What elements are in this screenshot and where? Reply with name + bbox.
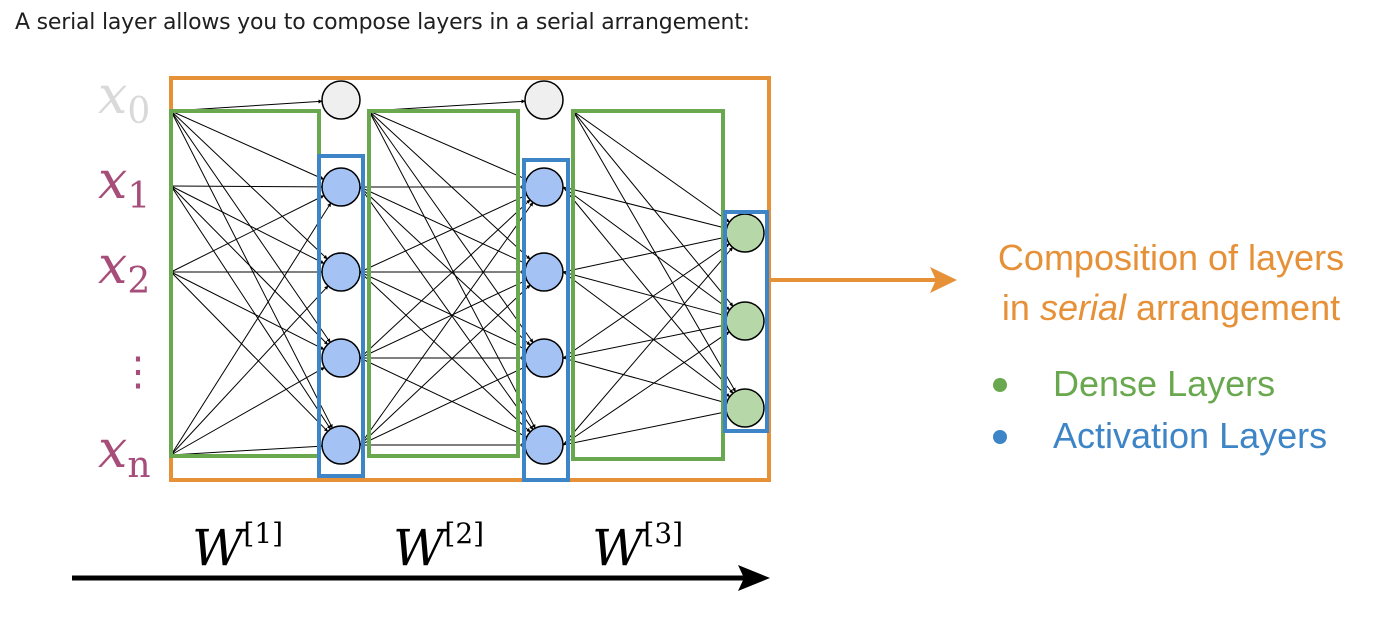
input-label-x0: x0 <box>98 66 150 132</box>
edge-w1 <box>170 185 325 264</box>
output-node <box>725 213 765 253</box>
composition-title-line1: Composition of layers <box>997 237 1345 278</box>
edge-w1 <box>170 195 325 273</box>
edge-w3 <box>562 186 731 311</box>
edge-w3 <box>562 323 727 359</box>
activation-node <box>524 167 564 207</box>
edge-w2 <box>359 279 528 359</box>
legend-label-activation: Activation Layers <box>1053 415 1328 456</box>
edge-w3 <box>562 357 728 404</box>
output-node <box>725 388 765 428</box>
edge-w1 <box>170 185 328 345</box>
composition-title: Composition of layers in serial arrangem… <box>981 233 1361 333</box>
weight-label-1: W[1] <box>192 517 283 577</box>
activation-node <box>524 252 564 292</box>
edge-w2 <box>368 110 531 260</box>
weight-label-2: W[2] <box>393 517 484 577</box>
edge-w3 <box>572 110 730 223</box>
edge-w2 <box>368 110 527 180</box>
activation-node <box>524 425 564 465</box>
edge-w1 <box>170 185 331 430</box>
edge-w1 <box>170 271 325 350</box>
weight-label-3: W[3] <box>592 517 683 577</box>
bullet-dot <box>993 430 1007 444</box>
edge-w1 <box>170 271 329 432</box>
composition-title-line2: in serial arrangement <box>1001 287 1341 328</box>
edge-w1 <box>170 202 332 456</box>
intro-text: A serial layer allows you to compose lay… <box>15 10 750 35</box>
legend-label-dense: Dense Layers <box>1053 363 1276 404</box>
input-label-x1: x1 <box>98 151 150 217</box>
edge-w3 <box>562 247 734 446</box>
dense-layer-box-2 <box>367 109 520 458</box>
activation-node <box>321 338 361 378</box>
edge-w2 <box>359 199 531 359</box>
edge-w1 <box>170 110 328 260</box>
serial-emphasis: serial <box>1039 287 1126 328</box>
edge-w1 <box>170 444 323 456</box>
edge-w3 <box>562 186 727 230</box>
edge-w2 <box>359 186 531 346</box>
edge-w3 <box>562 271 731 398</box>
output-node <box>725 301 765 341</box>
direction-arrow-head <box>738 565 770 591</box>
activation-layer-box-2 <box>522 158 570 482</box>
edge-w2 <box>359 202 534 446</box>
edge-w3 <box>562 410 727 446</box>
edge-w3 <box>572 110 736 392</box>
edge-w1 <box>170 110 325 180</box>
activation-node <box>321 252 361 292</box>
edge-w3 <box>572 110 734 307</box>
edge-w3 <box>562 271 728 318</box>
edge-w3 <box>562 243 730 359</box>
bias-node-1 <box>321 80 361 120</box>
edge-w2 <box>359 365 528 446</box>
activation-layer-box-3 <box>723 210 769 433</box>
activation-node <box>321 425 361 465</box>
activation-node <box>524 338 564 378</box>
activation-node <box>321 167 361 207</box>
edge-w2 <box>359 357 528 438</box>
serial-layer-box <box>169 76 771 482</box>
network-edges <box>170 99 736 456</box>
input-label-dots: ⋮ <box>118 349 158 395</box>
edge-w1 <box>170 366 325 456</box>
bullet-dot <box>993 378 1007 392</box>
edge-w2 <box>368 110 536 429</box>
edge-w1 <box>170 184 323 189</box>
input-labels: x0 x1 x2 ⋮ xn <box>98 66 158 486</box>
activation-layer-box-1 <box>317 154 365 478</box>
edge-w2 <box>359 194 528 273</box>
weight-labels: W[1] W[2] W[3] <box>192 517 683 577</box>
bias-node-2 <box>524 80 564 120</box>
edge-w1 <box>170 285 329 456</box>
edge-w3 <box>562 186 734 394</box>
legend-item-dense: Dense Layers <box>987 358 1327 410</box>
input-label-xn: xn <box>98 420 151 486</box>
edge-w3 <box>562 331 730 446</box>
input-label-x2: x2 <box>98 236 150 302</box>
edge-w2 <box>359 186 528 265</box>
edge-w2 <box>359 271 528 351</box>
legend: Dense Layers Activation Layers <box>987 358 1327 462</box>
composition-arrow-head <box>930 267 957 293</box>
edge-w2 <box>359 284 531 446</box>
legend-item-activation: Activation Layers <box>987 410 1327 462</box>
edge-w3 <box>562 235 727 273</box>
edge-w1 <box>170 110 333 429</box>
edge-w2 <box>359 271 531 433</box>
network-nodes <box>321 80 765 465</box>
edge-w2 <box>368 110 534 343</box>
edge-w2 <box>359 186 534 430</box>
